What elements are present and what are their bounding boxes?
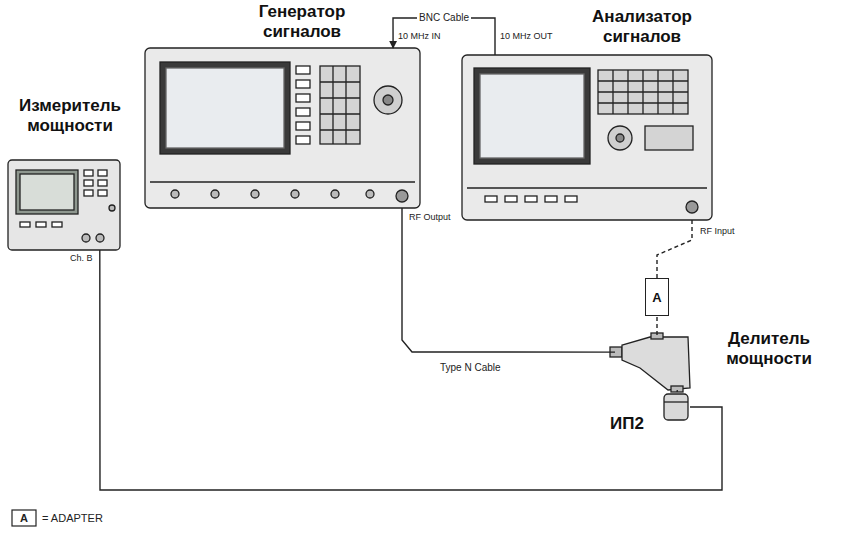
button (84, 170, 93, 176)
softkey (296, 108, 310, 116)
button (485, 196, 497, 202)
button (525, 196, 537, 202)
button (505, 196, 517, 202)
power-splitter-drawing (610, 333, 690, 392)
cable (656, 316, 657, 335)
button (98, 180, 107, 186)
button (98, 170, 107, 176)
button (52, 222, 62, 227)
power-splitter: Делитель мощности (615, 335, 690, 390)
button (98, 190, 107, 196)
connector (366, 190, 374, 198)
cable (676, 390, 678, 392)
connector (291, 190, 299, 198)
knob (608, 126, 632, 150)
cable-label: Type N Cable (438, 362, 503, 374)
legend-adapter-sample (12, 510, 36, 526)
button (84, 190, 93, 196)
device-heading: Делитель мощности (701, 329, 837, 369)
keypad (598, 70, 688, 114)
cable-label: BNC Cable (417, 12, 471, 24)
signal-analyzer-drawing (462, 55, 712, 220)
legend-text: = ADAPTER (42, 511, 103, 525)
device-heading: Анализатор сигналов (578, 7, 706, 47)
port-label: 10 MHz OUT (500, 31, 553, 42)
device-heading: Измеритель мощности (6, 96, 134, 136)
sensor-band (664, 401, 688, 402)
key-block (645, 126, 693, 150)
splitter-body (622, 337, 690, 390)
knob-center (383, 95, 393, 105)
signal-generator: Генератор сигналов (145, 48, 420, 208)
power-sensor: ИП2 (662, 392, 690, 422)
button (565, 196, 577, 202)
signal-generator-drawing (145, 48, 420, 208)
front-strip (150, 181, 415, 182)
legend-sample-letter: A (12, 510, 36, 526)
connector (331, 190, 339, 198)
sensor-body (664, 394, 688, 420)
power-sensor-drawing (664, 394, 688, 420)
button (84, 180, 93, 186)
signal-analyzer: Анализатор сигналов (462, 55, 712, 220)
cable (100, 250, 722, 490)
power-meter-drawing (8, 160, 120, 250)
generator-screen (166, 68, 284, 148)
connector (171, 190, 179, 198)
softkey (296, 122, 310, 130)
keypad-grid (320, 66, 360, 144)
knob (374, 86, 402, 114)
softkey (296, 80, 310, 88)
splitter-port (671, 386, 683, 392)
generator-screen-frame (160, 62, 290, 154)
power-meter-body (8, 160, 120, 250)
softkey (296, 136, 310, 144)
button (20, 222, 30, 227)
power-meter-display (20, 174, 74, 210)
power-meter-screen (16, 170, 78, 214)
power-meter: Измеритель мощности (8, 160, 120, 250)
connector (251, 190, 259, 198)
knob-center (616, 134, 624, 142)
button (545, 196, 557, 202)
connector (82, 234, 90, 242)
keypad-grid (598, 70, 688, 114)
cable (657, 220, 692, 278)
softkey (296, 94, 310, 102)
analyzer-screen (480, 74, 584, 158)
port-label: RF Output (409, 212, 451, 223)
node-text: A (652, 290, 661, 305)
front-strip (467, 187, 707, 188)
keypad (320, 66, 360, 144)
device-heading: ИП2 (602, 414, 652, 434)
softkey (296, 66, 310, 74)
generator-body (145, 48, 420, 208)
rf-output-connector (396, 190, 408, 202)
adapter-box: A (645, 278, 669, 316)
analyzer-body (462, 55, 712, 220)
button (36, 222, 46, 227)
port-label: Ch. B (70, 253, 93, 264)
port-label: 10 MHz IN (398, 31, 441, 42)
connector (211, 190, 219, 198)
connector (96, 234, 104, 242)
port-label: RF Input (700, 226, 735, 237)
analyzer-screen-frame (474, 68, 590, 164)
connector (109, 205, 115, 211)
rf-input-connector (686, 201, 698, 213)
device-heading: Генератор сигналов (243, 2, 361, 42)
cable (402, 208, 615, 352)
